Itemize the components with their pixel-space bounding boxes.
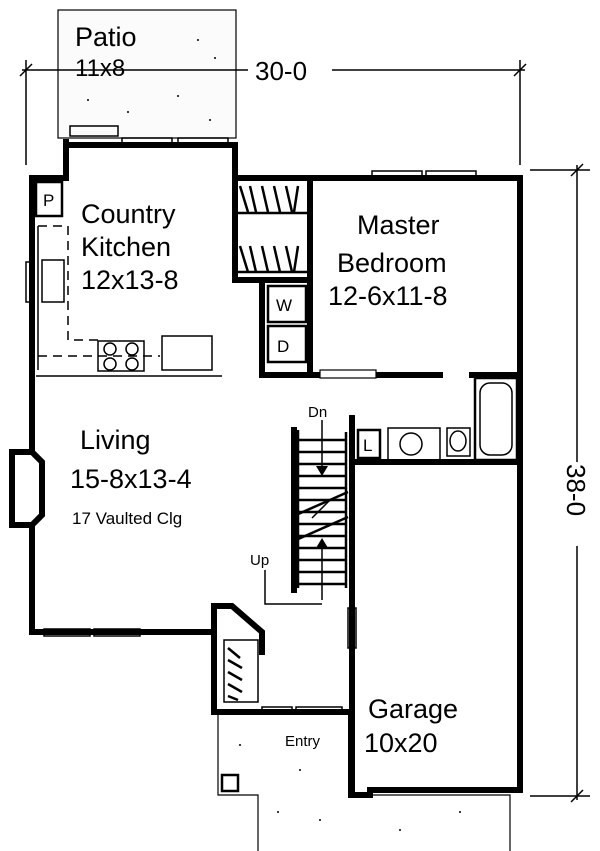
width-dimension-label: 30-0 bbox=[255, 56, 307, 86]
entry-closet bbox=[220, 639, 343, 793]
master-size: 12-6x11-8 bbox=[328, 281, 448, 311]
living-label: Living 15-8x13-4 17 Vaulted Clg bbox=[70, 425, 192, 528]
linen-label: L bbox=[363, 436, 372, 455]
kitchen-name-2: Kitchen bbox=[81, 232, 171, 262]
patio-label: Patio 11x8 bbox=[75, 22, 137, 82]
staircase bbox=[264, 420, 349, 605]
kitchen-size: 12x13-8 bbox=[81, 265, 179, 295]
garage-size: 10x20 bbox=[364, 728, 438, 758]
patio-name: Patio bbox=[75, 22, 137, 52]
master-name-2: Bedroom bbox=[337, 248, 447, 278]
hall-closets bbox=[232, 175, 313, 378]
stair-up-label: Up bbox=[250, 552, 269, 569]
living-size: 15-8x13-4 bbox=[70, 464, 192, 494]
living-note: 17 Vaulted Clg bbox=[72, 509, 182, 528]
patio-size: 11x8 bbox=[75, 55, 125, 82]
entry-label: Entry bbox=[285, 733, 321, 750]
garage-label: Garage 10x20 bbox=[364, 694, 458, 758]
dryer-label: D bbox=[277, 337, 289, 356]
kitchen-name-1: Country bbox=[81, 199, 176, 229]
bathroom bbox=[347, 372, 523, 793]
fireplace bbox=[9, 449, 45, 528]
exterior-walls bbox=[29, 139, 523, 798]
entry-walkway bbox=[217, 712, 511, 851]
kitchen-fixtures bbox=[25, 180, 222, 377]
master-name-1: Master bbox=[357, 210, 440, 240]
pantry-label: P bbox=[43, 191, 54, 210]
depth-dimension-label: 38-0 bbox=[561, 464, 591, 516]
bedroom-walls bbox=[259, 170, 477, 379]
living-name: Living bbox=[80, 425, 151, 455]
kitchen-windows bbox=[69, 125, 229, 145]
washer-label: W bbox=[276, 296, 292, 315]
stair-down-label: Dn bbox=[308, 404, 327, 421]
garage-name: Garage bbox=[368, 694, 458, 724]
master-label: Master Bedroom 12-6x11-8 bbox=[328, 210, 448, 311]
patio-slab bbox=[57, 9, 237, 139]
kitchen-label: Country Kitchen 12x13-8 bbox=[81, 199, 179, 295]
living-windows bbox=[43, 628, 141, 637]
